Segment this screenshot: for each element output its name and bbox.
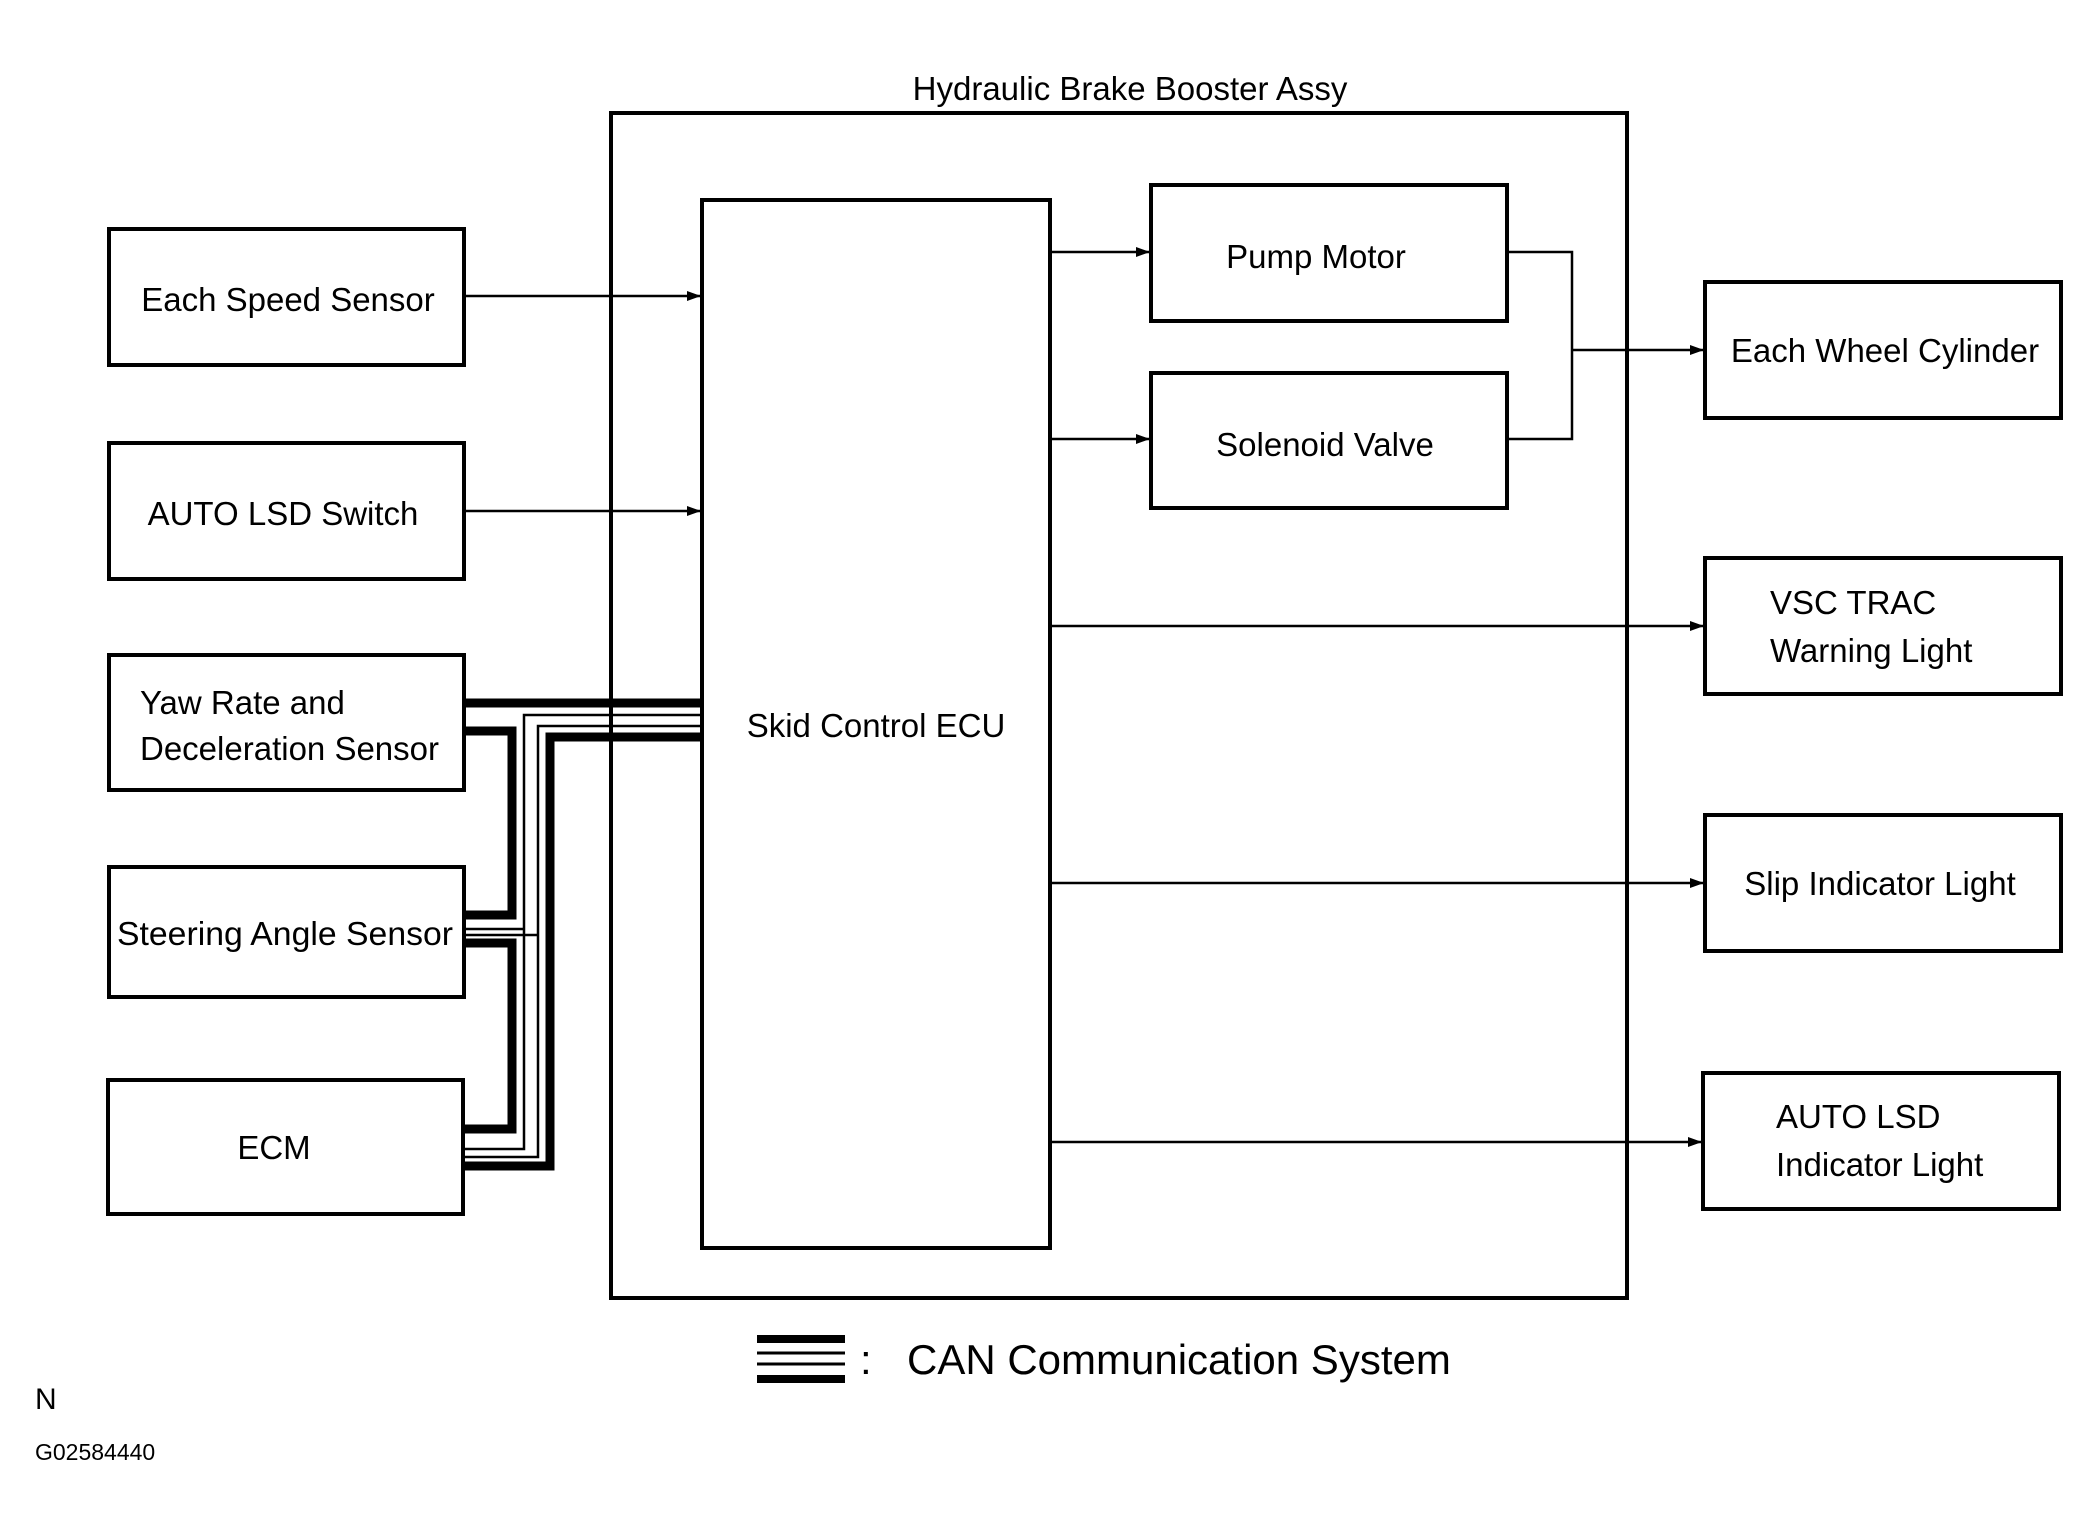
can-line-2 bbox=[464, 713, 702, 1151]
auto-lsd-indicator-light-box bbox=[1701, 1071, 2061, 1211]
auto-lsd-switch-label: AUTO LSD Switch bbox=[148, 495, 419, 532]
auto-lsd-switch-box bbox=[107, 441, 466, 581]
slip-indicator-light-box bbox=[1703, 813, 2063, 953]
ecm-box bbox=[106, 1078, 465, 1216]
yaw-rate-label-line1: Yaw Rate and bbox=[140, 684, 345, 721]
yaw-rate-label-line2: Deceleration Sensor bbox=[140, 730, 439, 767]
each-speed-sensor-box bbox=[107, 227, 466, 367]
skid-control-ecu-box bbox=[700, 198, 1052, 1250]
wire-pump-to-junction bbox=[1507, 250, 1574, 441]
pump-motor-label: Pump Motor bbox=[1226, 238, 1406, 275]
steering-angle-sensor-box bbox=[107, 865, 466, 999]
legend-colon: : bbox=[860, 1336, 872, 1383]
can-line-3 bbox=[464, 724, 702, 1159]
vsc-trac-warning-light-box bbox=[1703, 556, 2063, 696]
each-wheel-cylinder-box bbox=[1703, 280, 2063, 420]
vsc-trac-label-line2: Warning Light bbox=[1770, 632, 1972, 669]
ecm-label: ECM bbox=[237, 1129, 310, 1166]
solenoid-valve-box bbox=[1149, 371, 1509, 510]
auto-lsd-indicator-label-line2: Indicator Light bbox=[1776, 1146, 1983, 1183]
can-legend-symbol bbox=[757, 1335, 845, 1383]
legend-label: CAN Communication System bbox=[907, 1336, 1451, 1383]
steering-angle-sensor-label: Steering Angle Sensor bbox=[117, 915, 453, 952]
can-line-ecm-inner bbox=[464, 938, 517, 1134]
can-bus bbox=[464, 698, 702, 1171]
each-wheel-cylinder-label: Each Wheel Cylinder bbox=[1731, 332, 2039, 369]
can-line-outer-b bbox=[464, 732, 702, 1171]
solenoid-valve-label: Solenoid Valve bbox=[1216, 426, 1434, 463]
auto-lsd-indicator-label-line1: AUTO LSD bbox=[1776, 1098, 1940, 1135]
footer-letter: N bbox=[35, 1383, 57, 1416]
each-speed-sensor-label: Each Speed Sensor bbox=[141, 281, 435, 318]
skid-control-ecu-label: Skid Control ECU bbox=[747, 707, 1006, 744]
assembly-title: Hydraulic Brake Booster Assy bbox=[913, 70, 1348, 107]
pump-motor-box bbox=[1149, 183, 1509, 323]
footer-code: G02584440 bbox=[35, 1439, 155, 1465]
yaw-rate-deceleration-sensor-box bbox=[107, 653, 466, 792]
slip-indicator-light-label: Slip Indicator Light bbox=[1744, 865, 2016, 902]
vsc-trac-label-line1: VSC TRAC bbox=[1770, 584, 1936, 621]
can-line-steering-to-yaw bbox=[464, 726, 517, 920]
